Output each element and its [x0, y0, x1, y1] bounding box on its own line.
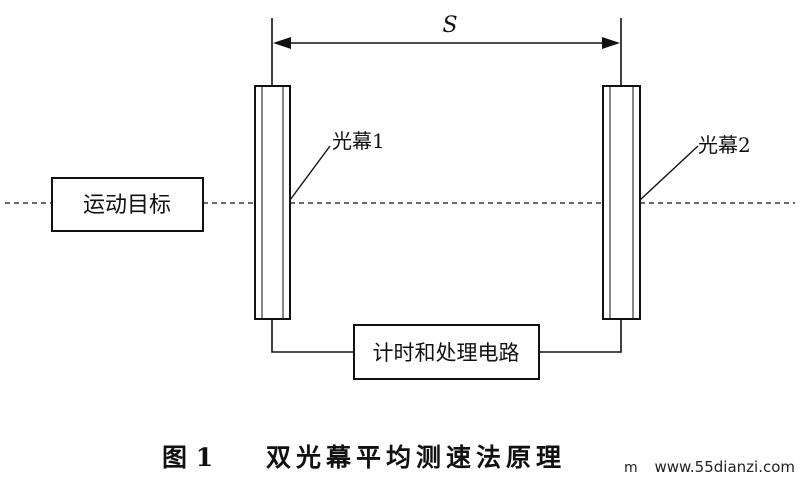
- wire-left: [271, 319, 354, 353]
- figure-number: 图 1: [162, 443, 213, 472]
- watermark-site: www.55dianzi.com: [654, 458, 795, 476]
- light-screen-1: [254, 85, 291, 320]
- light-screen-2-leader: [639, 145, 699, 201]
- distance-label: S: [442, 13, 457, 38]
- moving-target-box: [51, 177, 204, 232]
- moving-target-label: 运动目标: [83, 193, 171, 218]
- light-screen-1-leader: [289, 145, 331, 201]
- light-screen-1-label: 光幕1: [332, 129, 385, 153]
- timing-circuit-box: [353, 324, 540, 380]
- figure-title: 双光幕平均测速法原理: [266, 443, 566, 472]
- timing-circuit-label: 计时和处理电路: [373, 341, 520, 365]
- s-arrow-left: [273, 37, 291, 49]
- s-arrow-right: [602, 37, 620, 49]
- light-screen-2: [602, 85, 641, 320]
- light-screen-2-label: 光幕2: [698, 133, 751, 157]
- watermark-prefix: m: [624, 460, 638, 476]
- wire-right: [539, 319, 622, 353]
